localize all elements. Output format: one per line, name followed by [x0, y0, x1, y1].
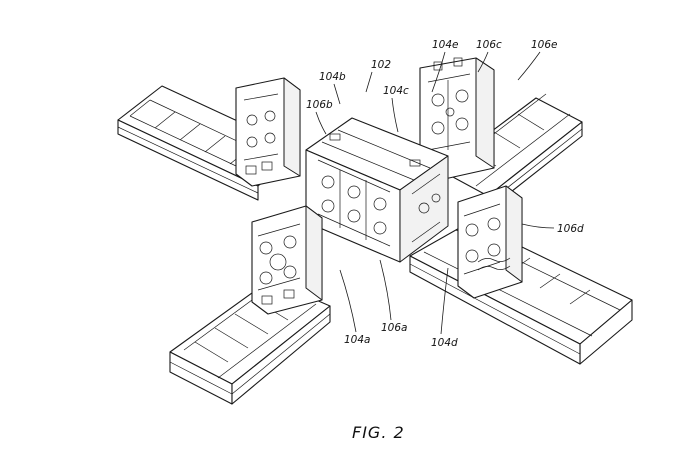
leader-lines [315, 51, 555, 335]
mold-plate-106d [457, 185, 523, 299]
figure-caption: FIG. 2 [352, 423, 405, 442]
mold-plate-106b [235, 77, 301, 187]
label-106d: 106d [557, 223, 584, 235]
label-102: 102 [371, 59, 391, 71]
mold-plate-106a [251, 205, 323, 315]
label-104c: 104c [383, 85, 409, 97]
label-106b: 106b [306, 99, 333, 111]
label-106c: 106c [476, 39, 502, 51]
label-104a: 104a [344, 334, 370, 346]
mold-plate-106c [419, 57, 495, 181]
label-106a: 106a [381, 322, 407, 334]
central-rotating-cube [305, 117, 449, 263]
label-104e: 104e [432, 39, 459, 51]
label-106e: 106e [531, 39, 558, 51]
reference-labels: 104e 106c 106e 102 104b 104c 106b 106d 1… [306, 39, 584, 349]
label-104d: 104d [431, 337, 458, 349]
label-104b: 104b [319, 71, 346, 83]
